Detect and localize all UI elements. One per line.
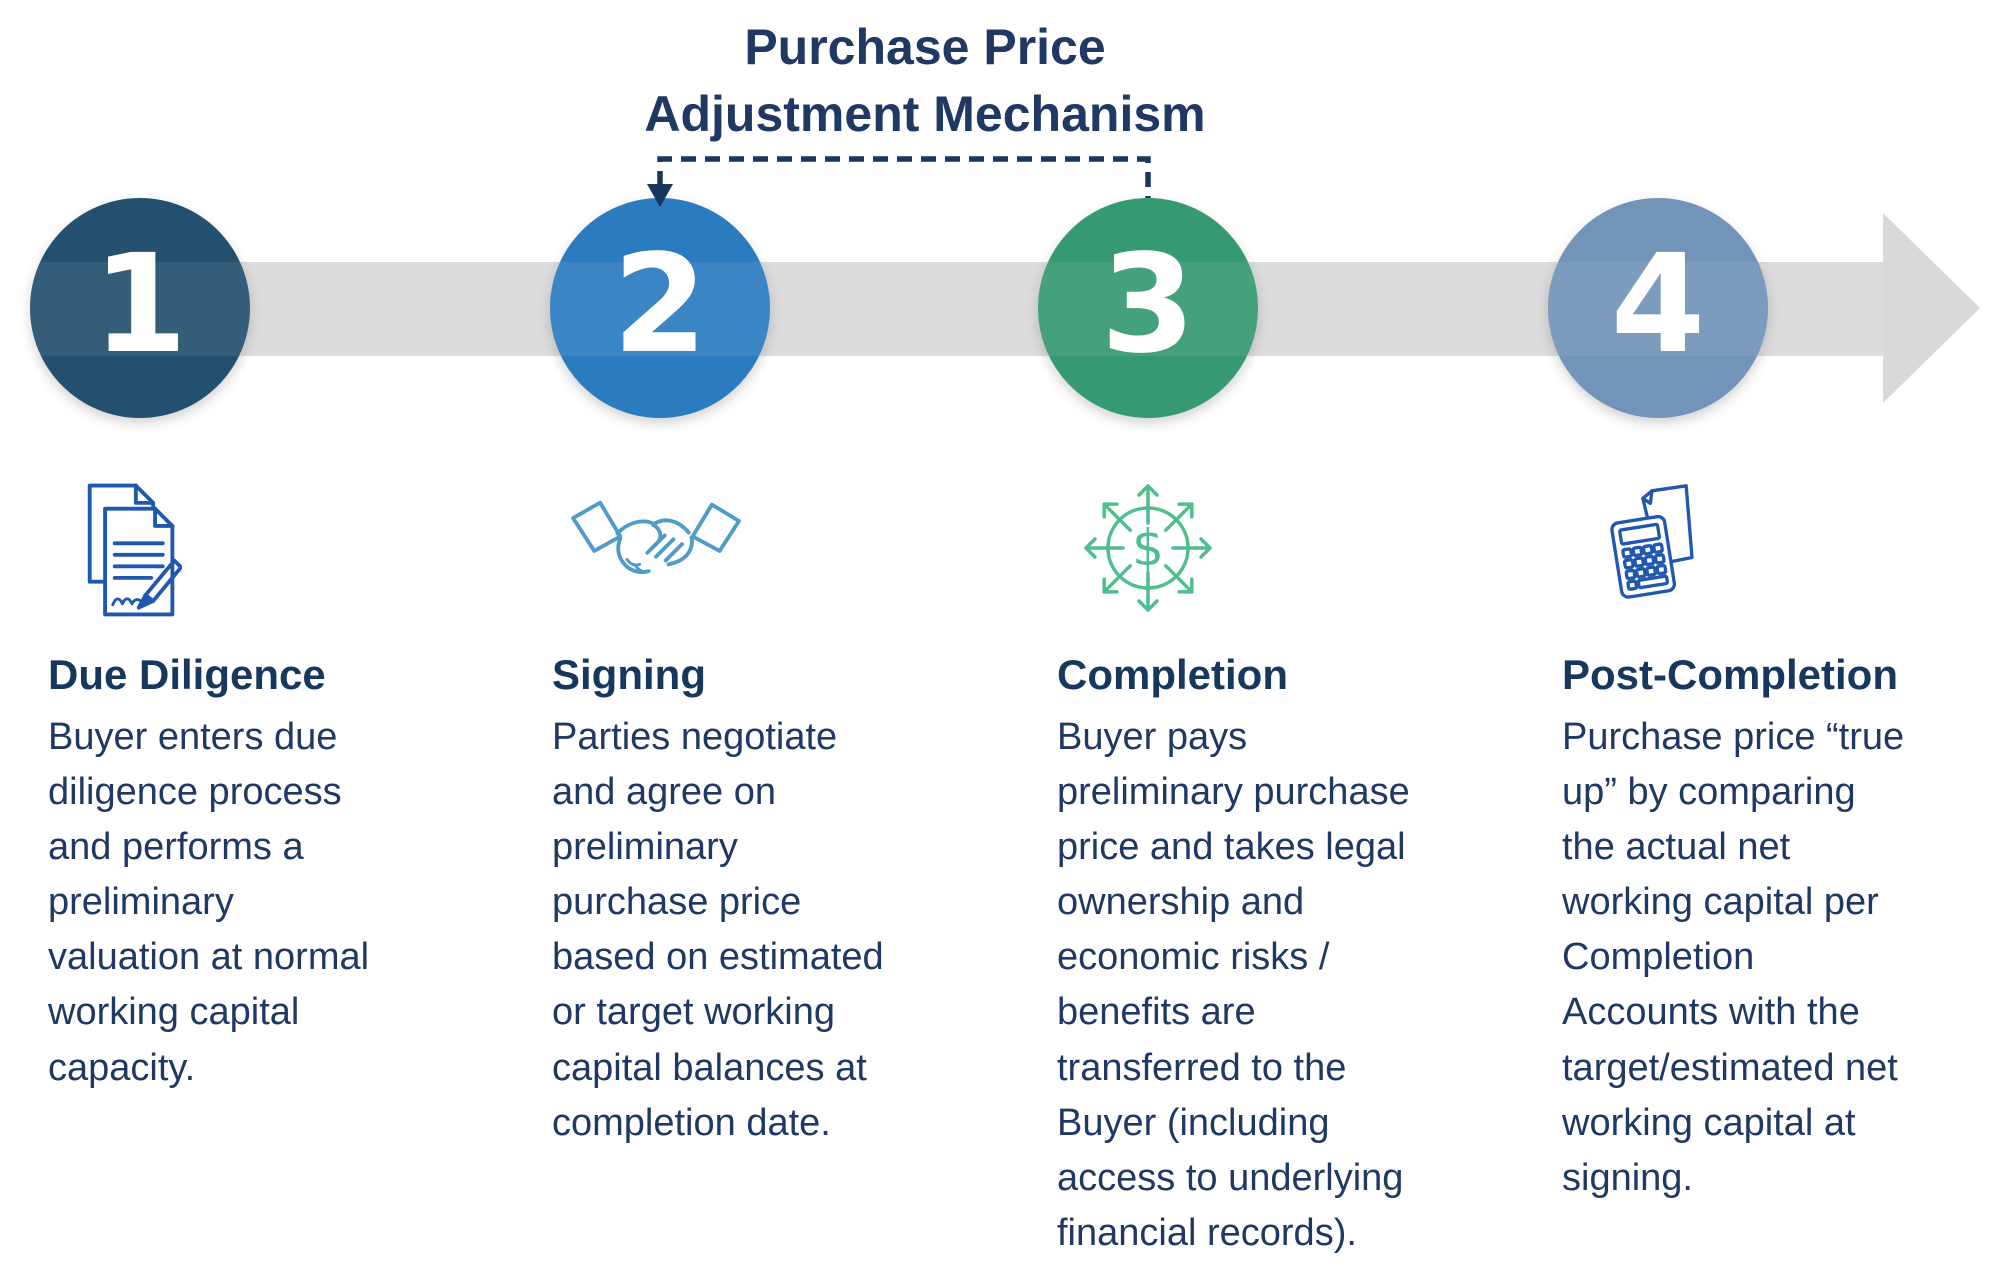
handshake-icon: [566, 494, 746, 602]
calculator-paper-icon: [1602, 480, 1712, 605]
step-heading-completion: Completion: [1057, 651, 1288, 698]
documents-pen-icon: [82, 480, 182, 620]
diagram-title: Purchase Price Adjustment Mechanism: [644, 19, 1206, 142]
dashed-connector-line: [657, 156, 1151, 198]
step-description-signing: Parties negotiate and agree on prelimina…: [552, 716, 884, 1144]
step-description-completion: Buyer pays preliminary purchase price an…: [1057, 716, 1410, 1254]
step-heading-signing: Signing: [552, 651, 706, 698]
step-heading-due-diligence: Due Diligence: [48, 651, 326, 698]
step-description-post-completion: Purchase price “true up” by comparing th…: [1562, 716, 1905, 1199]
dollar-glyph: $: [1132, 519, 1164, 577]
step-description-due-diligence: Buyer enters due diligence process and p…: [48, 716, 370, 1089]
step-heading-post-completion: Post-Completion: [1562, 651, 1898, 698]
timeline-arrowhead-icon: [1883, 213, 1980, 403]
band-highlight-strip: [0, 262, 1883, 356]
dollar-distribution-icon: $: [1077, 478, 1219, 618]
